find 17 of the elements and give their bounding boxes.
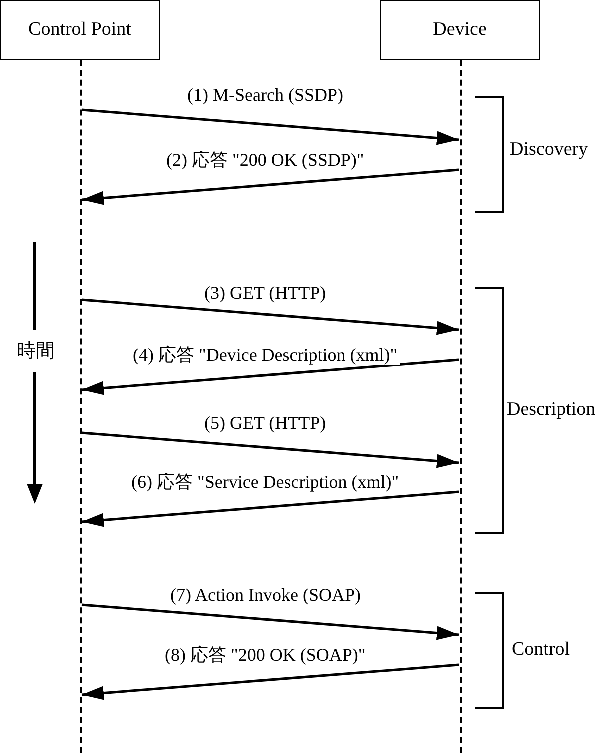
edge-label: (8) 応答 "200 OK (SOAP)" (163, 645, 368, 665)
edge-label: (4) 応答 "Device Description (xml)" (131, 345, 400, 365)
arrow (82, 604, 460, 640)
arrow (82, 490, 460, 528)
arrow (82, 432, 460, 468)
arrow (82, 664, 460, 700)
arrow (82, 298, 460, 336)
phase-label: Discovery (508, 140, 590, 160)
participant-box: Device (380, 0, 540, 60)
edge-label: (2) 応答 "200 OK (SSDP)" (164, 150, 366, 170)
lifeline (80, 60, 82, 753)
arrow (82, 108, 460, 146)
lifeline (460, 60, 462, 753)
arrow (82, 358, 460, 396)
participant-box: Control Point (0, 0, 160, 60)
arrow (82, 168, 460, 206)
phase-label: Description (505, 400, 598, 420)
